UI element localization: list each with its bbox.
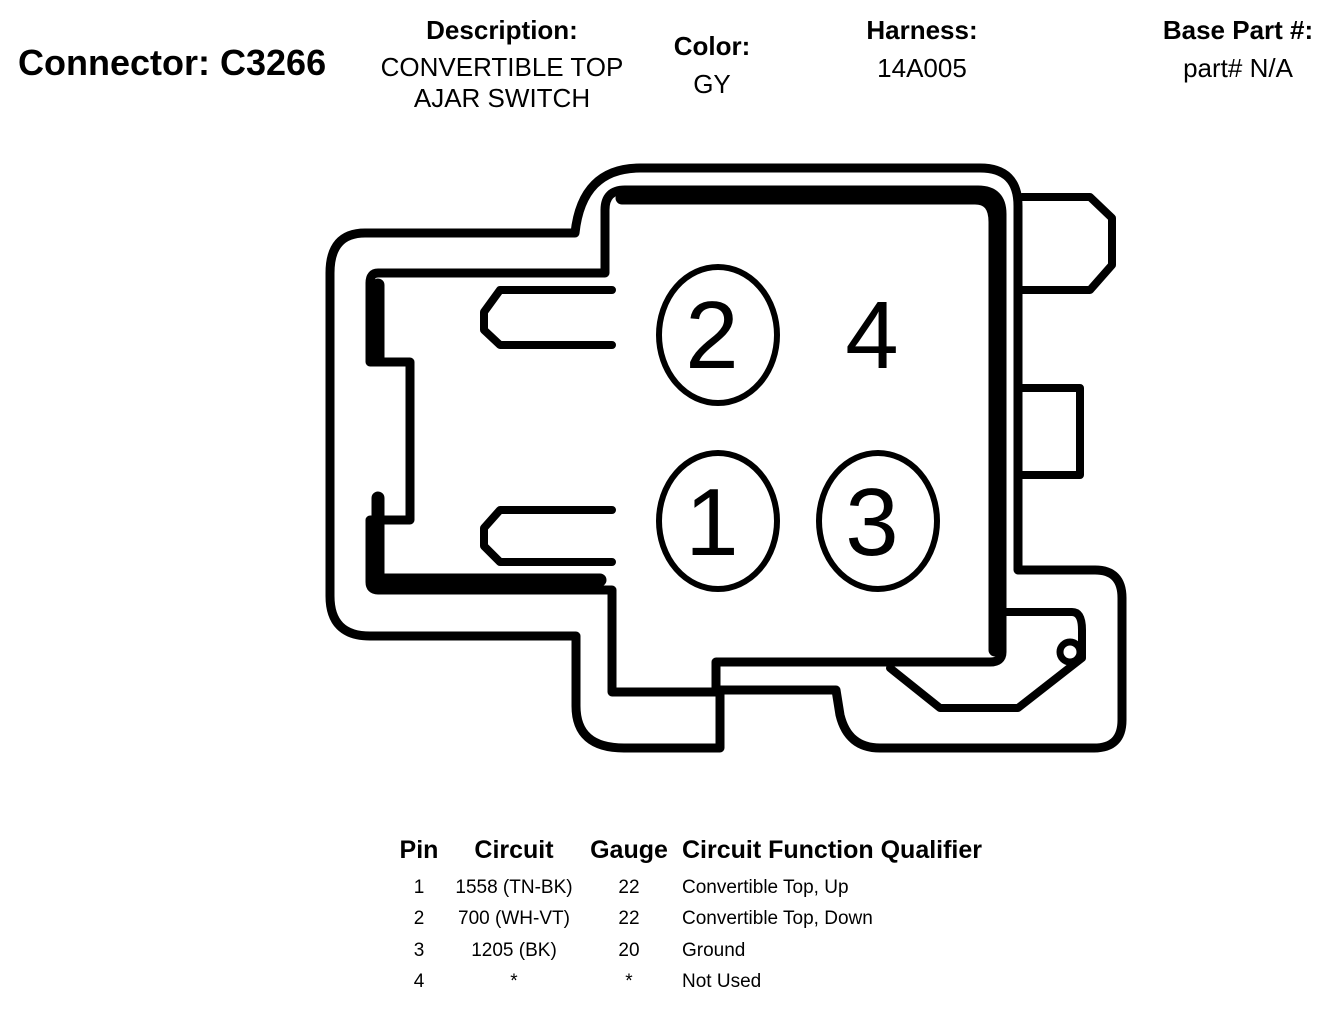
row-gauge: 20 [618,939,640,961]
table-row: 4 * * Not Used [390,967,982,999]
row-pin: 4 [413,971,425,993]
row-function: Ground [682,939,746,961]
pin-cavity-3 [816,450,940,592]
row-function: Convertible Top, Up [682,876,849,898]
connector-label: Connector: [18,42,210,83]
row-gauge: 22 [618,908,640,930]
row-circuit: 700 (WH-VT) [458,908,570,930]
row-pin: 1 [413,876,425,898]
row-pin: 2 [413,908,425,930]
pin-number: 1 [685,469,738,576]
base-part-block: Base Part #: part# N/A [1138,14,1338,84]
connector-title: Connector: C3266 [18,42,326,84]
description-label: Description: [426,15,578,45]
base-part-value: part# N/A [1183,53,1293,83]
row-circuit: * [510,971,518,993]
row-circuit: 1558 (TN-BK) [455,876,573,898]
pin-table: Pin Circuit Gauge Circuit Function Quali… [390,834,982,998]
table-row: 2 700 (WH-VT) 22 Convertible Top, Down [390,904,982,936]
pin-cavity-1 [656,450,780,592]
housing-outline [325,163,1127,753]
harness-label: Harness: [866,15,978,45]
description-line2: AJAR SWITCH [413,83,591,113]
color-label: Color: [673,31,751,61]
base-part-label: Base Part #: [1162,15,1314,45]
row-gauge: * [625,971,633,993]
table-row: 1 1558 (TN-BK) 22 Convertible Top, Up [390,872,982,904]
key-hole [1056,638,1084,666]
pin-number: 3 [845,469,898,576]
connector-id: C3266 [220,42,327,83]
color-block: Color: GY [652,30,772,100]
header-gauge: Gauge [590,835,668,864]
header-function: Circuit Function Qualifier [682,835,983,864]
pin-number: 4 [845,282,898,389]
description-block: Description: CONVERTIBLE TOP AJAR SWITCH [352,14,652,114]
connector-diagram: 2 4 1 3 [325,163,1127,753]
header-pin: Pin [399,835,439,864]
row-circuit: 1205 (BK) [471,939,557,961]
middle-tab [1018,384,1084,479]
color-value: GY [693,69,731,99]
key-feature [886,608,1086,712]
description-line1: CONVERTIBLE TOP [380,52,624,82]
pin-number: 2 [685,282,738,389]
inner-edge-left [371,278,607,587]
harness-value: 14A005 [877,53,967,83]
lower-latch [480,506,616,566]
row-function: Not Used [682,971,762,993]
inner-edge-top [615,191,1002,657]
row-function: Convertible Top, Down [682,908,873,930]
inner-contour [365,185,1007,697]
header-circuit: Circuit [474,835,554,864]
upper-tab [1018,193,1116,294]
harness-block: Harness: 14A005 [822,14,1022,84]
row-gauge: 22 [618,876,640,898]
upper-latch [480,286,616,349]
pin-cavity-2 [656,264,780,406]
row-pin: 3 [413,939,425,961]
table-row: 3 1205 (BK) 20 Ground [390,935,982,967]
table-header-row: Pin Circuit Gauge Circuit Function Quali… [390,834,982,872]
